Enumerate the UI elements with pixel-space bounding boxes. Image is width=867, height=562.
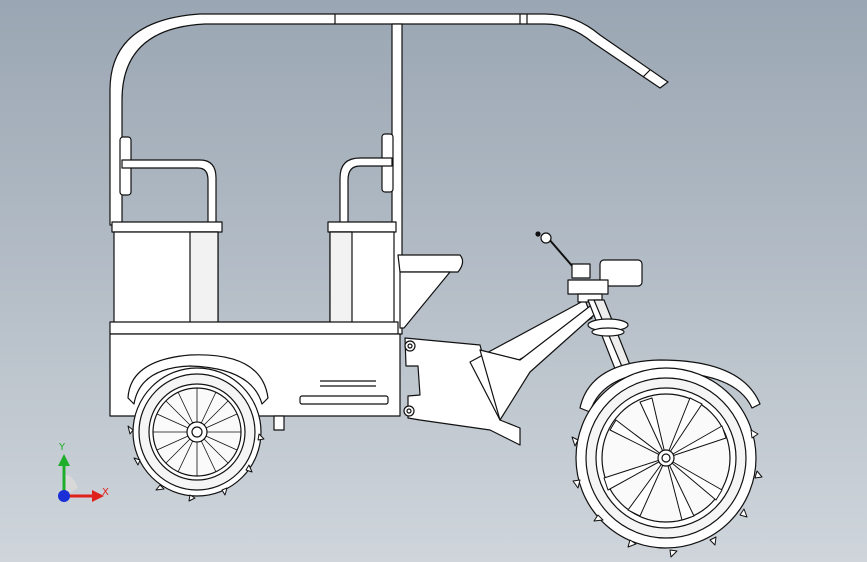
triad-plane	[64, 474, 78, 496]
y-axis-arrow	[58, 454, 70, 466]
x-axis-label: X	[102, 487, 109, 498]
front-seat	[327, 133, 397, 325]
main-frame	[403, 299, 605, 446]
front-wheel	[571, 359, 763, 558]
orientation-triad: Y X	[40, 438, 120, 518]
x-axis-arrow	[92, 490, 104, 502]
driver-seat	[397, 254, 464, 329]
z-axis-dot	[58, 490, 70, 502]
rear-seat	[111, 136, 223, 325]
rear-wheel	[127, 354, 269, 502]
handlebar	[535, 231, 643, 303]
y-axis-label: Y	[59, 442, 66, 453]
